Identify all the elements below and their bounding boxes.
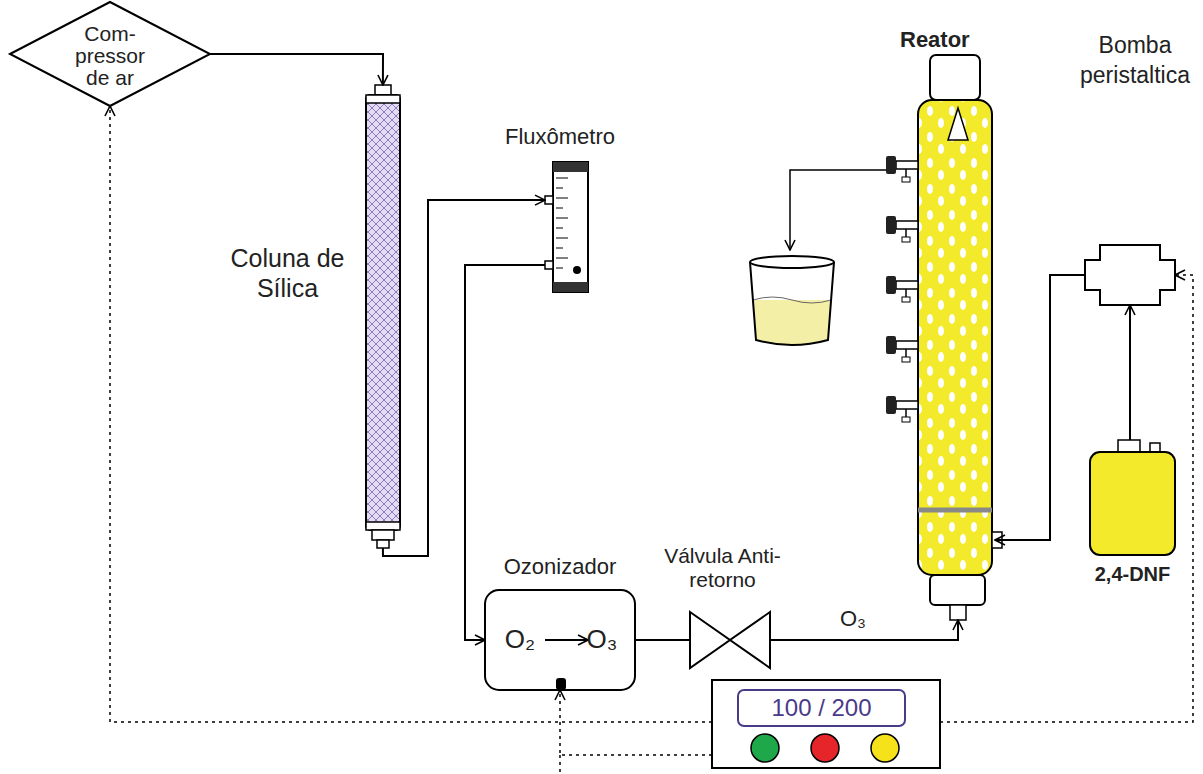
text-slot: O₂ <box>495 624 545 654</box>
control-line <box>940 275 1193 722</box>
text-slot: 2,4-DNF <box>1085 562 1180 586</box>
node-label: 2,4-DNF <box>1085 562 1180 586</box>
silica-column <box>366 85 400 548</box>
control-line <box>110 106 712 722</box>
flowmeter-node: Fluxômetro <box>480 118 640 293</box>
text-slot: Fluxômetro <box>480 124 640 150</box>
compressor-node: Com- pressor de ar <box>10 2 210 106</box>
reactor-column <box>886 55 1002 620</box>
panel-node: 100 / 200 <box>712 680 940 768</box>
text-slot: O₃ <box>577 624 627 654</box>
reagent-bottle <box>1090 440 1175 555</box>
reactor-node: Reator <box>880 25 1000 620</box>
pipe-connector <box>210 54 383 85</box>
valve-node: Válvula Anti-retorno <box>650 540 795 670</box>
pipe-connector <box>635 639 690 641</box>
node-label: 100 / 200 <box>738 692 905 724</box>
text-slot: Ozonizador <box>485 554 635 580</box>
ozonizer-box <box>485 590 635 690</box>
pipe-connector <box>995 275 1085 540</box>
pipe-connector <box>383 200 545 556</box>
power-line <box>559 755 561 774</box>
pump-node: Bomba peristaltica <box>1070 30 1195 310</box>
node-label: Fluxômetro <box>480 124 640 150</box>
pipe-connector <box>1129 305 1131 440</box>
node-label: O₃ <box>577 624 627 654</box>
control-line <box>560 690 712 755</box>
text-slot: Válvula Anti-retorno <box>650 544 795 592</box>
sample-beaker <box>750 170 886 345</box>
reagent-node: 2,4-DNF <box>1085 440 1180 592</box>
control-panel <box>712 680 940 768</box>
node-label: Válvula Anti-retorno <box>650 544 795 592</box>
text-slot: Bomba peristaltica <box>1070 30 1200 90</box>
node-label: Coluna de Sílica <box>230 243 345 303</box>
node-label: O₂ <box>495 624 545 654</box>
node-label: Bomba peristaltica <box>1070 30 1200 90</box>
pipe-connector <box>465 265 545 640</box>
node-label: Ozonizador <box>485 554 635 580</box>
node-label: Com- pressor de ar <box>65 23 155 89</box>
text-slot: Coluna de Sílica <box>230 243 345 303</box>
flowmeter-symbol <box>545 162 588 292</box>
text-slot: 100 / 200 <box>738 692 905 724</box>
ozonizer-node: OzonizadorO₂ O₃ <box>485 540 635 690</box>
compressor-diamond <box>10 2 210 106</box>
text-slot: Reator <box>900 28 1016 52</box>
edge-label: O₃ <box>838 606 868 632</box>
check-valve-symbol <box>690 612 770 668</box>
column-node: Coluna de Sílica <box>230 85 405 548</box>
text-slot: Com- pressor de ar <box>65 23 155 89</box>
node-label: Reator <box>900 28 1016 52</box>
pump-symbol <box>1085 245 1175 305</box>
